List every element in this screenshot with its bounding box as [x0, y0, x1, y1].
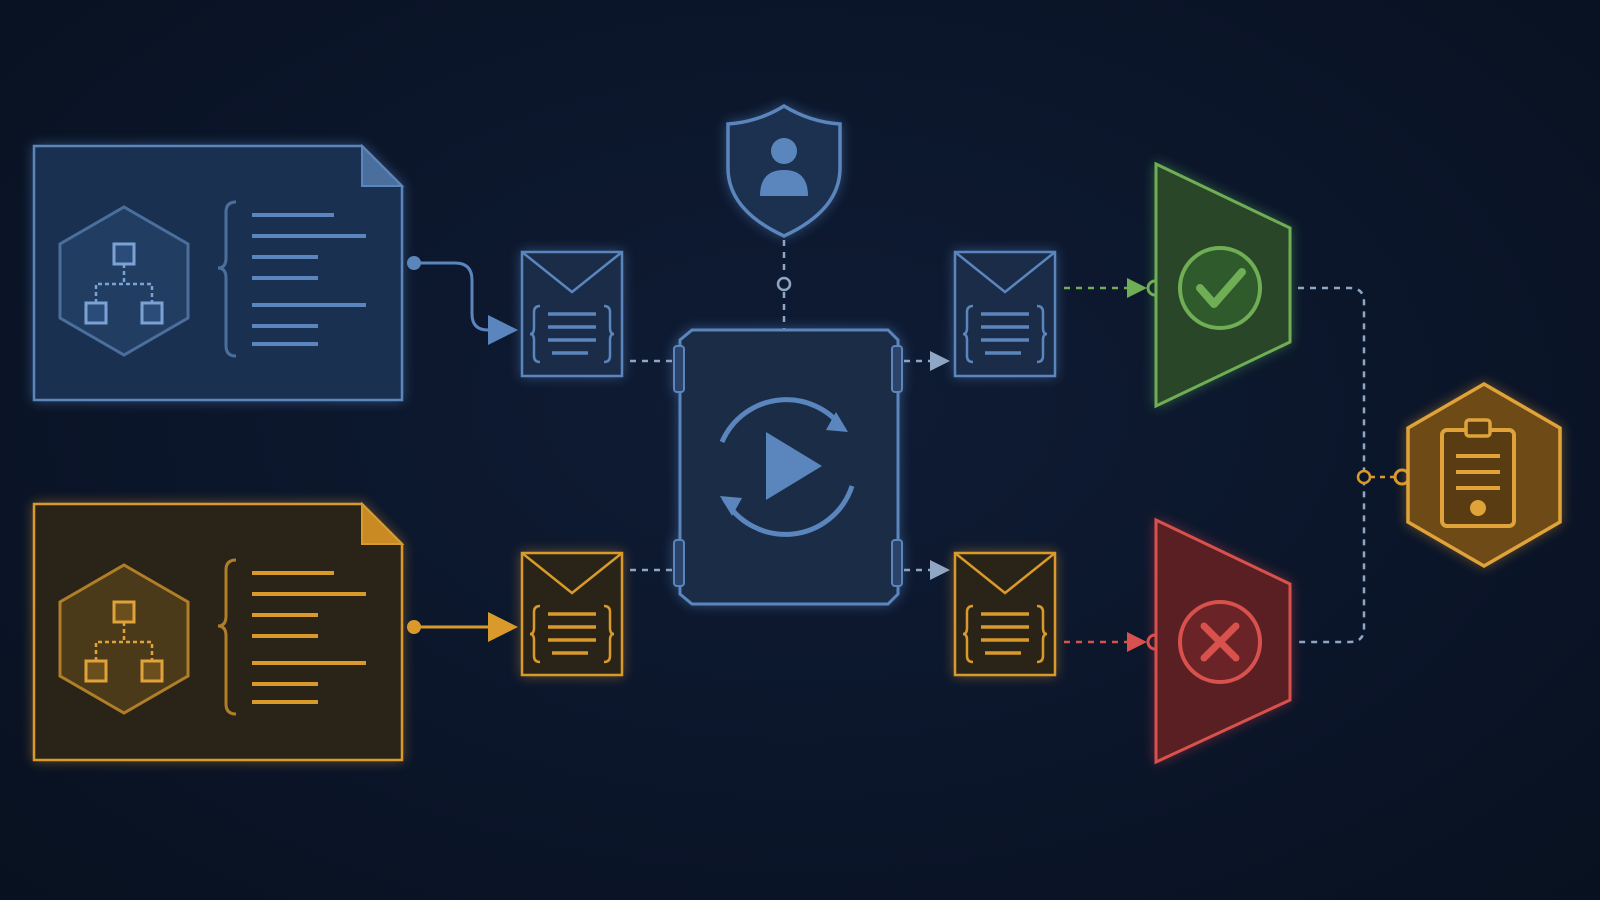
processor-port-tab: [891, 345, 903, 393]
message-envelope-orange-out[interactable]: [953, 551, 1057, 677]
edge-blue-doc-to-envelope: [414, 261, 518, 345]
connector-port: [1356, 469, 1372, 485]
x-circle-icon: [1178, 600, 1262, 684]
play-refresh-icon: [719, 397, 855, 537]
report-hexagon[interactable]: [1406, 381, 1562, 569]
failure-gate[interactable]: [1154, 517, 1292, 765]
code-lines-icon: [217, 558, 366, 716]
processor-port-tab: [673, 539, 685, 587]
code-braces-icon: [962, 604, 1048, 664]
clipboard-icon: [1440, 418, 1516, 528]
user-shield[interactable]: [726, 103, 842, 238]
edge-gates-merge: [1298, 286, 1366, 644]
code-braces-icon: [529, 604, 615, 664]
source-document-orange[interactable]: [32, 501, 405, 762]
code-braces-icon: [962, 304, 1048, 364]
code-braces-icon: [529, 304, 615, 364]
processor-port-tab: [891, 539, 903, 587]
connector-port: [776, 276, 792, 292]
message-envelope-orange-in[interactable]: [520, 551, 624, 677]
source-document-blue[interactable]: [32, 143, 405, 402]
success-gate[interactable]: [1154, 161, 1292, 409]
code-lines-icon: [217, 200, 366, 358]
processor-port-tab: [673, 345, 685, 393]
message-envelope-blue-in[interactable]: [520, 250, 624, 378]
user-icon: [760, 138, 808, 196]
hierarchy-icon: [58, 563, 190, 715]
processor-node[interactable]: [673, 328, 903, 606]
check-circle-icon: [1178, 246, 1262, 330]
message-envelope-blue-out[interactable]: [953, 250, 1057, 378]
hierarchy-icon: [58, 205, 190, 357]
